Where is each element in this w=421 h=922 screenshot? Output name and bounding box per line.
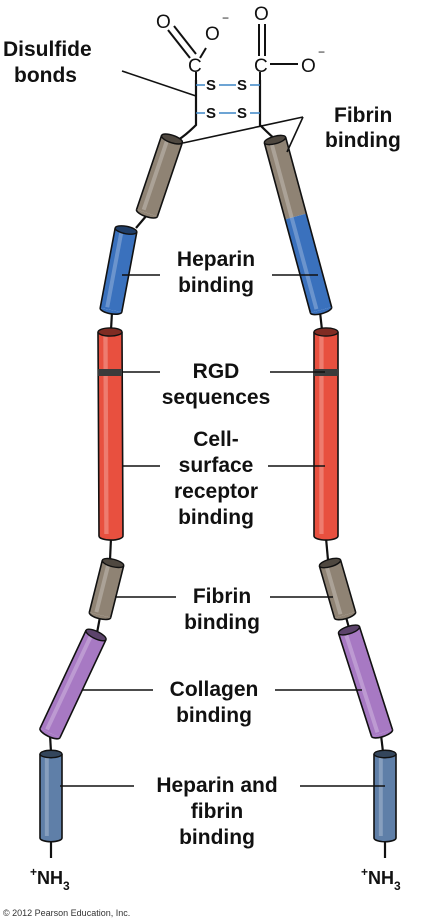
right-amino-group: NH <box>368 868 394 888</box>
right-collagen-domain <box>337 624 394 739</box>
collagen-label-line1: Collagen <box>170 678 259 701</box>
right-rgd-band <box>314 369 338 376</box>
right-fibrin-domain-mid <box>318 557 357 621</box>
svg-text:+NH3: +NH3 <box>361 865 401 893</box>
hepfib-label-line2: fibrin <box>191 800 244 823</box>
left-amino-group: NH <box>37 868 63 888</box>
sulfur-atom: S <box>237 77 247 94</box>
right-carbonyl-oxygen: O <box>254 4 269 25</box>
rgd-label-line2: sequences <box>162 386 271 409</box>
leader-lines <box>60 70 385 787</box>
fibrin-top-label-line1: Fibrin <box>334 104 392 127</box>
right-heparin-fibrin-domain <box>373 749 397 843</box>
right-amino-terminus: +NH3 <box>361 865 401 893</box>
collagen-label-line2: binding <box>176 704 252 727</box>
hepfib-label-line1: Heparin and <box>156 774 277 797</box>
rgd-markers <box>98 369 338 376</box>
left-fibrin-domain-mid <box>88 557 125 621</box>
right-cell-binding-domain <box>313 327 339 541</box>
right-carboxyl-charge: − <box>318 45 325 59</box>
disulfide-label-line1: Disulfide <box>3 38 92 61</box>
cell-label-line2: surface <box>179 454 254 477</box>
left-carboxyl-carbon: C <box>188 56 202 77</box>
copyright-notice: © 2012 Pearson Education, Inc. <box>3 908 130 918</box>
svg-text:+NH3: +NH3 <box>30 865 70 893</box>
cell-label-line3: receptor <box>174 480 258 503</box>
left-heparin-fibrin-domain <box>39 749 63 843</box>
rgd-label-line1: RGD <box>193 360 240 383</box>
left-amino-terminus: +NH3 <box>30 865 70 893</box>
disulfide-bonds: S S S S <box>196 77 260 122</box>
labels: Disulfide bonds Fibrin binding Heparin b… <box>3 38 401 849</box>
left-amino-subscript: 3 <box>63 879 70 893</box>
right-carboxyl-carbon: C <box>254 56 268 77</box>
disulfide-label-line2: bonds <box>14 64 77 87</box>
left-carbonyl-oxygen: O <box>156 12 171 33</box>
left-collagen-domain <box>39 628 107 740</box>
cell-label-line1: Cell- <box>193 428 239 451</box>
right-carboxyl-group: O C O − <box>254 4 325 82</box>
left-fibrin-domain-top <box>135 133 184 219</box>
fibrin-top-label-line2: binding <box>325 129 401 152</box>
domain-cylinders <box>39 133 397 843</box>
left-carboxyl-oxygen: O <box>205 24 220 45</box>
cell-label-line4: binding <box>178 506 254 529</box>
fibrin-mid-label-line2: binding <box>184 611 260 634</box>
right-carboxyl-oxygen: O <box>301 56 316 77</box>
left-rgd-band <box>98 369 122 376</box>
heparin-label-line2: binding <box>178 274 254 297</box>
left-amino-charge: + <box>30 865 37 879</box>
sulfur-atom: S <box>206 105 216 122</box>
left-carboxyl-charge: − <box>222 11 229 25</box>
left-cell-binding-domain <box>97 327 124 541</box>
left-heparin-domain <box>99 225 138 315</box>
right-amino-charge: + <box>361 865 368 879</box>
sulfur-atom: S <box>206 77 216 94</box>
right-amino-subscript: 3 <box>394 879 401 893</box>
sulfur-atom: S <box>237 105 247 122</box>
fibrin-mid-label-line1: Fibrin <box>193 585 251 608</box>
heparin-label-line1: Heparin <box>177 248 255 271</box>
left-carboxyl-group: O O − C <box>156 11 229 82</box>
right-fibrin-heparin-domain-top <box>263 134 333 316</box>
hepfib-label-line3: binding <box>179 826 255 849</box>
